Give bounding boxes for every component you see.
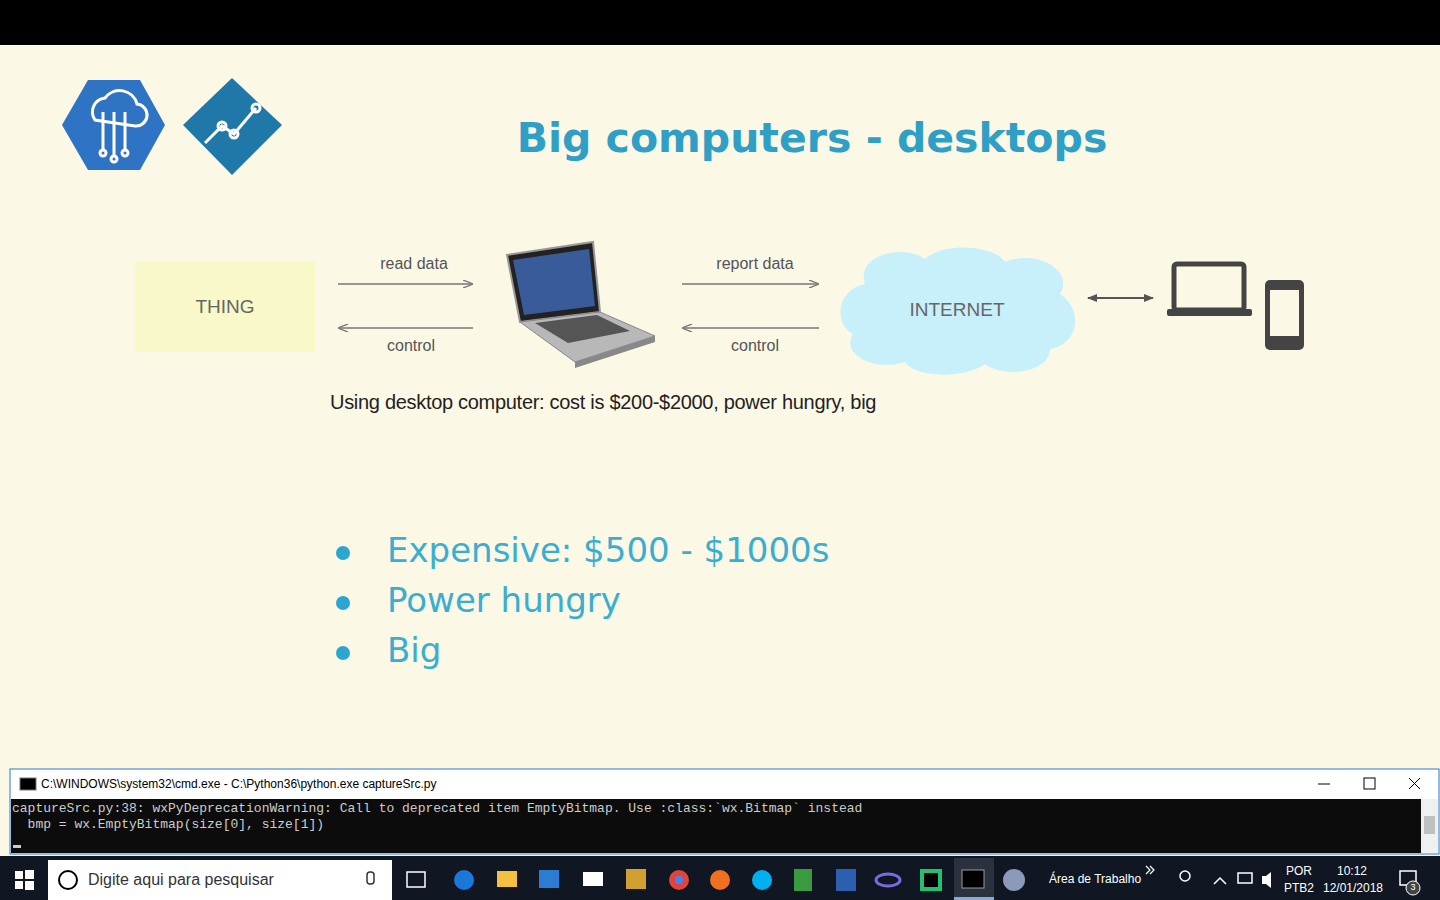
clock-time: 10:12: [1330, 864, 1374, 878]
console-line: bmp = wx.EmptyBitmap(size[0], size[1]): [12, 817, 324, 833]
clock-date: 12/01/2018: [1320, 881, 1386, 895]
keyboard-indicator: PTB2: [1283, 881, 1315, 895]
slide-title: Big computers - desktops: [500, 114, 1124, 162]
toolbar-label: Área de Trabalho: [1049, 872, 1141, 886]
node-label: INTERNET: [910, 299, 1005, 321]
arrow-label: report data: [695, 254, 815, 273]
notification-count: 3: [1409, 882, 1417, 893]
laptop-picture: [507, 242, 655, 368]
console-window: [10, 769, 1439, 854]
caption-text: Using desktop computer: cost is $200-$20…: [330, 391, 876, 414]
bullet-text: Big: [387, 630, 441, 671]
taskbar: [0, 856, 1440, 900]
arrow-label: control: [351, 336, 471, 355]
bullet-text: Expensive: $500 - $1000s: [387, 530, 829, 571]
console-line: captureSrc.py:38: wxPyDeprecationWarning…: [12, 801, 862, 817]
device-icons: [1167, 264, 1304, 350]
arrow-label: read data: [354, 254, 474, 273]
arrow-label: control: [695, 336, 815, 355]
thing-box: THING: [135, 262, 315, 352]
bullet-text: Power hungry: [387, 580, 621, 621]
logo-icon: [183, 78, 282, 175]
window-title: C:\WINDOWS\system32\cmd.exe - C:\Python3…: [41, 777, 436, 791]
logo-icon: [62, 80, 165, 170]
search-placeholder: Digite aqui para pesquisar: [88, 870, 274, 889]
node-label: THING: [195, 296, 254, 318]
internet-cloud: INTERNET: [835, 244, 1079, 376]
language-indicator: POR: [1283, 864, 1315, 878]
